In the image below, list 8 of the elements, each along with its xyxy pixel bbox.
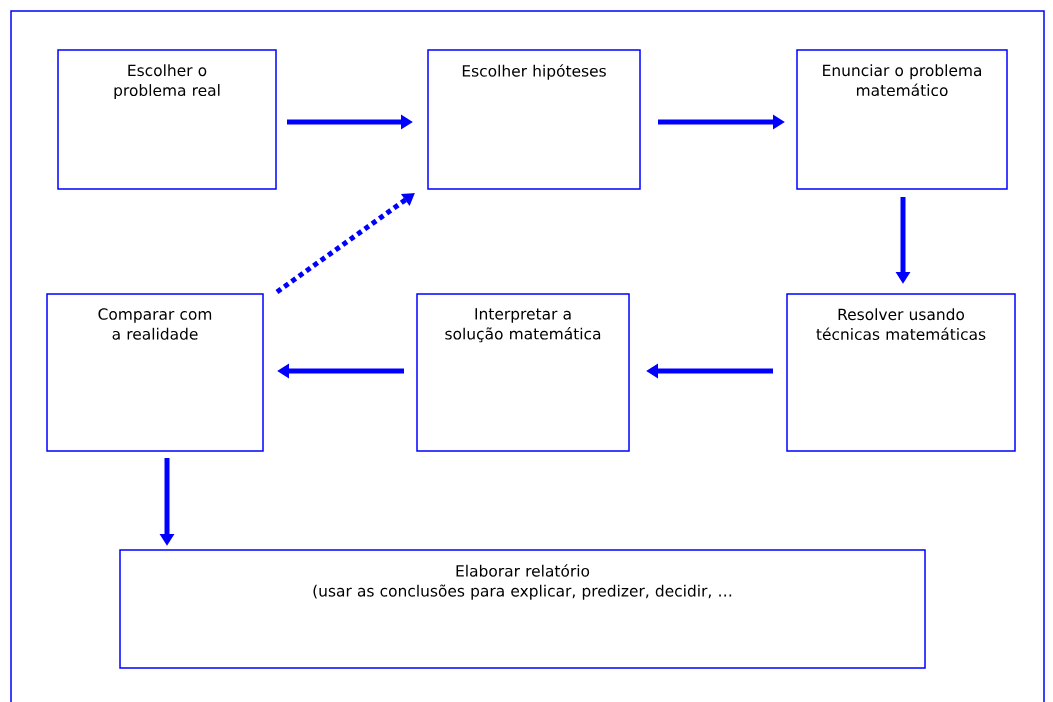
- process-box: Resolver usando técnicas matemáticas: [786, 293, 1016, 452]
- process-box: Comparar com a realidade: [46, 293, 264, 452]
- arrow: [275, 193, 415, 294]
- process-box: Enunciar o problema matemático: [796, 49, 1008, 190]
- process-box: Elaborar relatório (usar as conclusões para explicar, predizer, decidir, …: [119, 549, 926, 669]
- process-box: Escolher hipóteses: [427, 49, 641, 190]
- process-box: Escolher o problema real: [57, 49, 277, 190]
- process-box: Interpretar a solução matemática: [416, 293, 630, 452]
